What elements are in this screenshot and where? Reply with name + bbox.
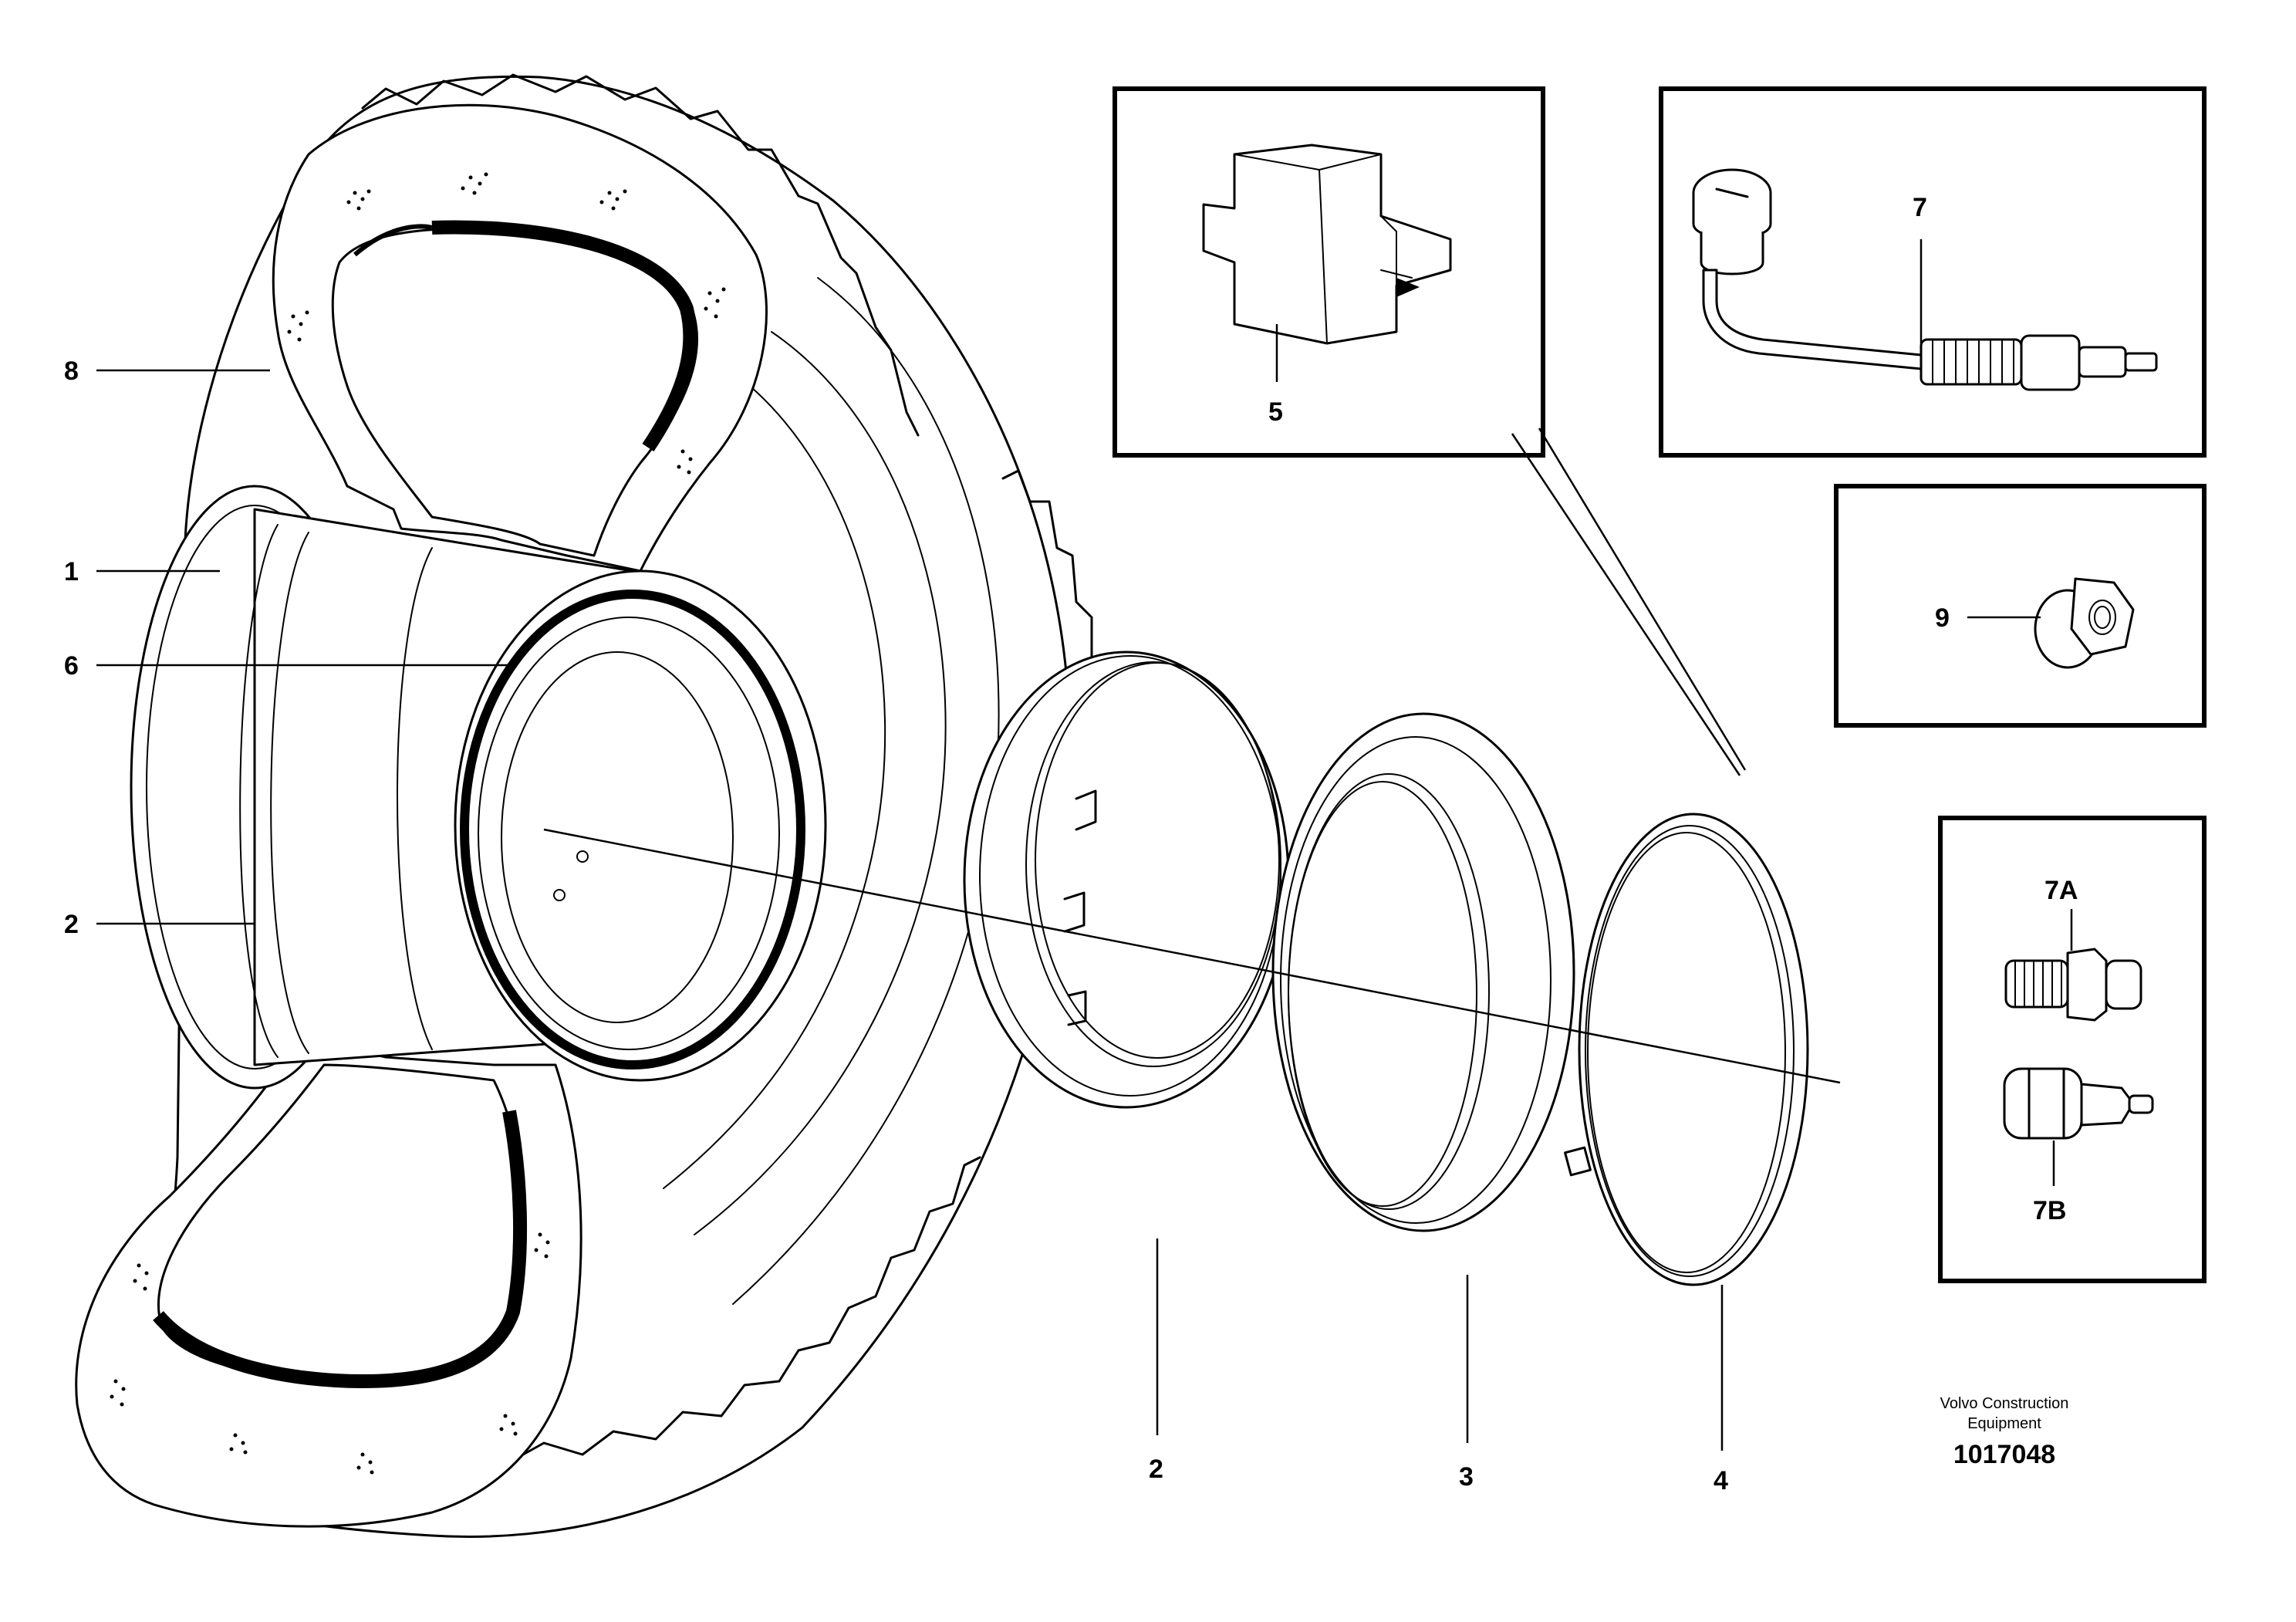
valve-slot bbox=[1715, 188, 1749, 198]
valve-cap-7b-tip bbox=[2080, 1083, 2135, 1127]
lock-ring-inner-2 bbox=[1587, 832, 1786, 1273]
callout-9: 9 bbox=[1935, 603, 1950, 633]
bead-seat-band-lip bbox=[1280, 736, 1551, 1224]
bead-seat-band-inner-2 bbox=[1288, 781, 1477, 1207]
manufacturer-caption-line2: Equipment bbox=[1967, 1415, 2041, 1432]
assembly-axis-line bbox=[543, 828, 1841, 1084]
tire-inner-liner-upper-2 bbox=[353, 224, 433, 257]
detail-box-7ab-frame bbox=[1938, 816, 2207, 1283]
box5-pointer-lines bbox=[1511, 427, 1747, 776]
rim-front-flange-dark bbox=[460, 590, 805, 1070]
detail-box-5-frame bbox=[1113, 86, 1545, 458]
wheel-nut-part bbox=[2034, 577, 2135, 669]
detail-box-9-frame bbox=[1834, 484, 2207, 728]
tire-inner-liner-upper bbox=[431, 220, 697, 451]
valve-cap-part-7b bbox=[2003, 1067, 2154, 1140]
valve-extension-part bbox=[1692, 168, 2158, 391]
detail-box-7-frame bbox=[1659, 86, 2207, 458]
bead-seat-band-outer bbox=[1271, 712, 1575, 1232]
wheel-nut-hex bbox=[2070, 577, 2135, 656]
tire-sidewall-arc-2 bbox=[663, 377, 886, 1189]
callout-2-bottom: 2 bbox=[1149, 1455, 1163, 1484]
rim-barrel-groove-2 bbox=[270, 532, 309, 1054]
manufacturer-caption-line1: Volvo Construction bbox=[1940, 1395, 2069, 1412]
lock-ring bbox=[1564, 813, 1809, 1286]
balance-weight-part bbox=[1202, 144, 1452, 345]
balance-weight-shadow bbox=[1396, 278, 1420, 297]
detail-box-7 bbox=[1659, 86, 2207, 458]
callout-3: 3 bbox=[1459, 1462, 1474, 1492]
callout-4: 4 bbox=[1714, 1466, 1728, 1495]
tire-inner-liner-lower bbox=[153, 1110, 528, 1389]
tire-rubber-speckles bbox=[110, 172, 726, 1475]
flange-ring-inner bbox=[1025, 661, 1281, 1067]
detail-box-9 bbox=[1834, 484, 2207, 728]
callout-8: 8 bbox=[64, 357, 79, 386]
rim-front-flange-inner bbox=[478, 617, 780, 1050]
callout-7: 7 bbox=[1913, 193, 1927, 222]
lock-ring-outer bbox=[1578, 813, 1809, 1286]
callout-1: 1 bbox=[64, 557, 79, 586]
rim-barrel-groove-1 bbox=[239, 524, 279, 1058]
flange-ring bbox=[963, 650, 1290, 1109]
valve-core-part-7a bbox=[2004, 948, 2142, 1022]
valve-hex-body bbox=[1692, 193, 1772, 240]
valve-cap-7b-pin bbox=[2128, 1094, 2154, 1114]
bead-seat-band bbox=[1271, 712, 1575, 1232]
rim bbox=[130, 485, 827, 1090]
flange-ring-inner-2 bbox=[1035, 662, 1280, 1059]
tire-sidewall-arc-1 bbox=[694, 331, 947, 1235]
valve-end-pin bbox=[2124, 352, 2158, 372]
flange-ring-outer bbox=[963, 650, 1290, 1109]
callout-2-left: 2 bbox=[64, 910, 79, 939]
rim-bolt-hole-1 bbox=[576, 850, 589, 863]
valve-base bbox=[1700, 231, 1764, 275]
valve-bent-tube bbox=[1702, 269, 1923, 370]
rim-bolt-hole-2 bbox=[553, 889, 566, 901]
balance-weight-edges bbox=[1234, 154, 1413, 344]
valve-end-tip bbox=[2078, 346, 2127, 378]
callout-7a: 7A bbox=[2044, 876, 2078, 905]
wheel-nut-bore bbox=[2088, 600, 2116, 635]
callout-5: 5 bbox=[1268, 397, 1283, 427]
lock-ring-inner bbox=[1585, 825, 1795, 1277]
valve-core-7a-hex bbox=[2066, 948, 2108, 1022]
valve-end-nut bbox=[2020, 334, 2081, 391]
wheel-nut-bore-inner bbox=[2094, 606, 2111, 629]
document-number: 1017048 bbox=[1953, 1440, 2055, 1469]
lock-ring-lug bbox=[1564, 1146, 1592, 1177]
callout-7b: 7B bbox=[2033, 1196, 2066, 1225]
rim-barrel-groove-3 bbox=[397, 547, 433, 1050]
flange-ring-notches bbox=[1063, 789, 1097, 1026]
detail-box-5 bbox=[1113, 86, 1545, 458]
rim-front-flange bbox=[454, 569, 827, 1082]
tire-tread-blocks-top bbox=[361, 73, 920, 437]
callout-6: 6 bbox=[64, 651, 79, 681]
valve-cap-7b-knurl bbox=[2028, 1067, 2065, 1140]
valve-knurled-sleeve bbox=[1920, 338, 2023, 386]
rim-centre-disc bbox=[501, 651, 734, 1023]
valve-core-7a-end bbox=[2105, 959, 2142, 1010]
valve-core-7a-thread-lines bbox=[2014, 961, 2062, 1006]
detail-box-7ab bbox=[1938, 816, 2207, 1283]
valve-knurl-lines bbox=[1932, 340, 2014, 384]
